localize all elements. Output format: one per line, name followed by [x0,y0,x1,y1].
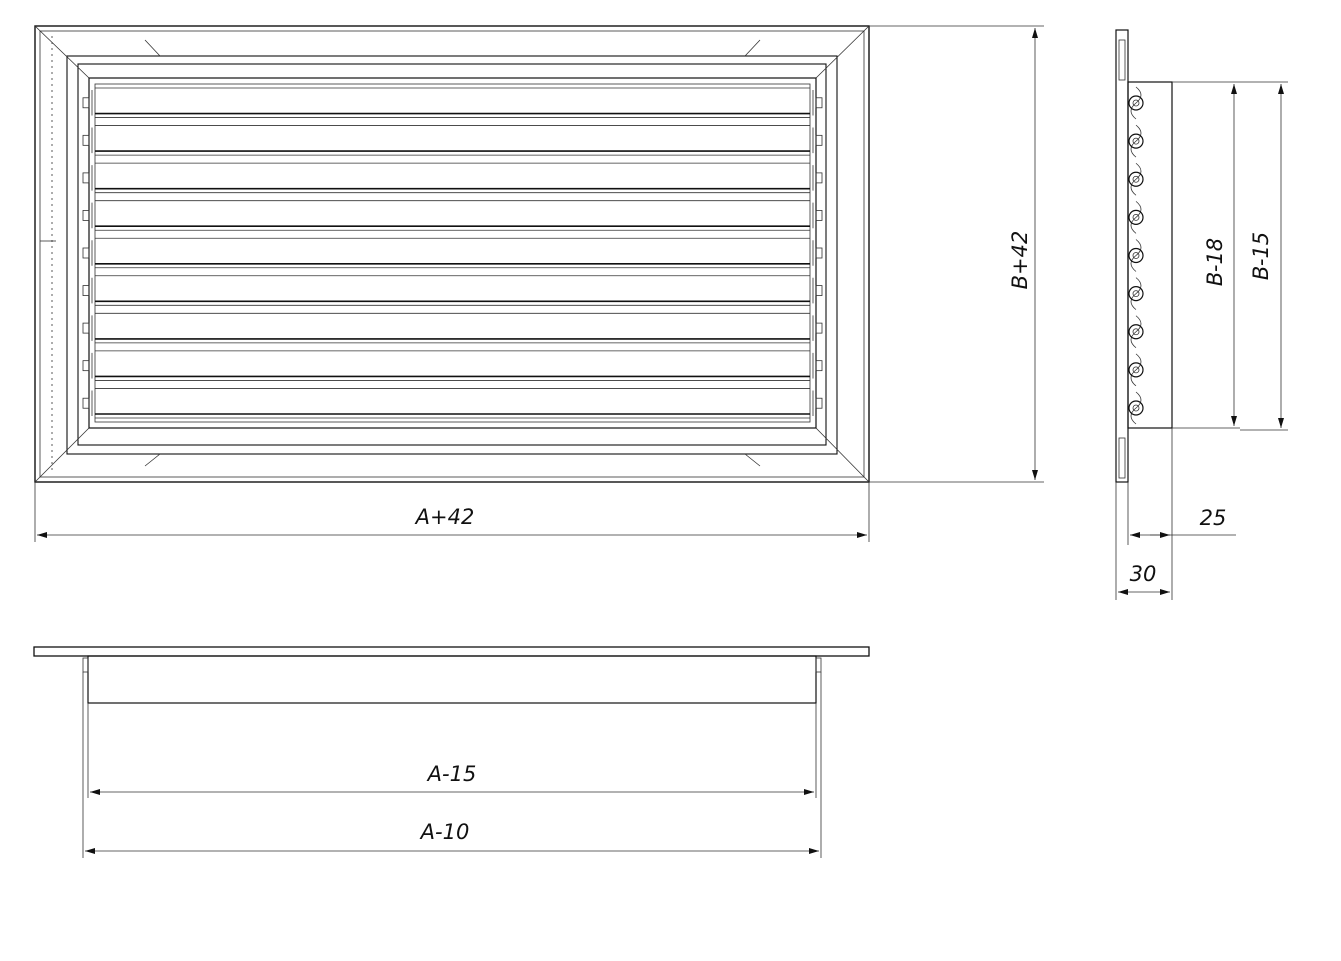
side-clip-bottom [1118,437,1126,479]
louver-pivot [1128,162,1144,196]
frame-inner-lip [77,63,827,446]
louver-pivot-group [1128,86,1144,425]
bottom-clip-right [815,657,822,673]
dimension-a-minus-15: A-15 [87,703,817,798]
opening [88,77,817,429]
louver-pivot [1128,391,1144,425]
louver-blade [82,237,823,269]
dimension-a-minus-10: A-10 [82,672,822,858]
louver-pivot [1128,239,1144,272]
louver-blade [82,275,823,306]
louver-pivot [1128,353,1144,387]
louver-blade [82,125,823,156]
louver-pivot [1128,315,1144,349]
mitre-lines [34,25,870,483]
louver-blade [82,200,823,231]
label-30: 30 [1130,562,1157,586]
label-b-minus-18: B-18 [1203,238,1227,286]
louver-blade [82,350,823,381]
label-a-minus-10: A-10 [419,820,470,844]
dimension-b-plus-42: B+42 [869,25,1044,483]
label-25: 25 [1200,506,1227,530]
dimension-a-plus-42: A+42 [34,482,870,542]
label-b-plus-42: B+42 [1008,231,1032,290]
bottom-flange [33,646,870,657]
louver-blade [82,312,823,344]
front-view: B+42 A+42 [34,25,1044,542]
bottom-clip-left [82,657,89,673]
louver-pivot [1128,124,1144,158]
dimension-b-minus-18: B-18 [1172,81,1240,429]
louver-blade [82,162,823,194]
louver-pivot [1128,86,1144,120]
louver-pivot [1128,201,1144,234]
louver-pivot [1128,277,1144,310]
side-flange [1115,29,1129,483]
louver-group [82,87,823,419]
dimension-30: 30 [1115,482,1170,600]
opening-inner [94,83,811,423]
label-b-minus-15: B-15 [1249,232,1273,280]
outer-frame [34,25,870,483]
label-a-minus-15: A-15 [426,762,477,786]
frame-edge [39,30,865,478]
louver-blade [82,87,823,118]
dimension-25: 25 [1127,428,1236,600]
side-view: B-18 B-15 25 30 [1115,29,1288,600]
side-clip-top [1118,39,1126,81]
frame-inner-edge [66,55,838,455]
bottom-body [87,655,817,704]
label-a-plus-42: A+42 [414,505,475,529]
bottom-view: A-15 A-10 [33,646,870,858]
side-body [1127,81,1173,429]
louver-blade [82,388,823,419]
dimension-b-minus-15: B-15 [1240,81,1288,431]
